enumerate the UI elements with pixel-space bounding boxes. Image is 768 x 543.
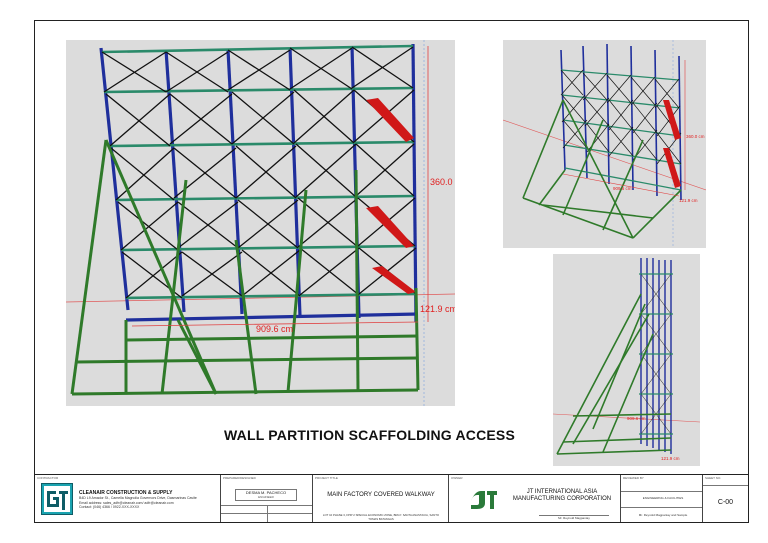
height-dimension: 360.0 cm: [430, 177, 455, 187]
prepared-box: DESMA M. PACHECO ENGINEER: [235, 489, 297, 501]
iso-base-dimension: 121.9 cm: [679, 198, 698, 203]
project-caption: PROJECT TITLE: [315, 476, 338, 480]
contractor-cell: CONTRACTOR CLEANAIR CONSTRUCTION & SUPPL…: [35, 475, 221, 522]
project-location: LOT 10 PHASE 3, FPIP 2 SPECIAL ECONOMIC …: [322, 513, 440, 521]
drawing-title: WALL PARTITION SCAFFOLDING ACCESS: [224, 427, 516, 443]
iso-length-dimension: 909.6 cm: [613, 186, 632, 191]
iso-height-dimension: 360.0 cm: [686, 134, 705, 139]
platforms: [366, 98, 416, 294]
review-cell: REVIEWED BY ENGINEERING & FACILITIES Mr.…: [621, 475, 703, 522]
review-caption: REVIEWED BY: [623, 476, 644, 480]
sheet-cell: SHEET NO. C-00: [703, 475, 748, 522]
length-dimension: 909.6 cm: [256, 324, 293, 334]
side-base-dimension: 121.9 cm: [661, 456, 680, 461]
contractor-email: Email address: sales_adfr@cleanair.com/ …: [79, 500, 174, 505]
front-view: 360.0 cm 121.9 cm 909.6 cm: [66, 40, 455, 406]
isometric-view: 360.0 cm 909.6 cm 121.9 cm: [503, 40, 706, 248]
title-block: CONTRACTOR CLEANAIR CONSTRUCTION & SUPPL…: [35, 474, 748, 522]
owner-logo-icon: [471, 491, 497, 509]
contractor-logo-icon: [41, 483, 73, 515]
base-dimension: 121.9 cm: [420, 304, 455, 314]
prepared-cell: PREPARED/DESIGNED DESMA M. PACHECO ENGIN…: [221, 475, 313, 522]
review-line1: ENGINEERING & FACILITIES: [642, 496, 684, 500]
project-cell: PROJECT TITLE MAIN FACTORY COVERED WALKW…: [313, 475, 449, 522]
side-view: 909.6 cm 121.9 cm: [553, 254, 700, 466]
front-view-drawing: 360.0 cm 121.9 cm 909.6 cm: [66, 40, 455, 406]
isometric-view-drawing: 360.0 cm 909.6 cm 121.9 cm: [503, 40, 706, 248]
review-line2: Mr. Reynold Magpantay and Sample: [638, 513, 688, 517]
prepared-caption: PREPARED/DESIGNED: [223, 476, 256, 480]
owner-caption: OWNER: [451, 476, 463, 480]
scaffold-ledgers: [101, 44, 417, 300]
owner-name: JT INTERNATIONAL ASIA MANUFACTURING CORP…: [512, 489, 612, 502]
sheet-caption: SHEET NO.: [705, 476, 722, 480]
prepared-name: DESMA M. PACHECO: [245, 490, 287, 495]
contractor-name: CLEANAIR CONSTRUCTION & SUPPLY: [79, 490, 173, 496]
project-name: MAIN FACTORY COVERED WALKWAY: [327, 492, 435, 498]
side-view-drawing: 909.6 cm 121.9 cm: [553, 258, 700, 461]
contractor-caption: CONTRACTOR: [37, 476, 59, 480]
owner-cell: OWNER JT INTERNATIONAL ASIA MANUFACTURIN…: [449, 475, 621, 522]
contractor-address: B4D L9 Amador St., Camella Magnolia Gove…: [79, 496, 197, 500]
prepared-role: ENGINEER: [258, 495, 274, 499]
sheet-number: C-00: [717, 499, 734, 506]
dimension-lines: [131, 46, 429, 327]
cross-braces: [101, 46, 417, 299]
contractor-phone: Contact: (046) 4366 / 0922-XXX-XXXX: [79, 505, 140, 509]
owner-person: Mr. Reynold Magpantay: [539, 515, 609, 520]
side-length-dimension: 909.6 cm: [627, 416, 646, 421]
green-supports: [70, 139, 420, 396]
